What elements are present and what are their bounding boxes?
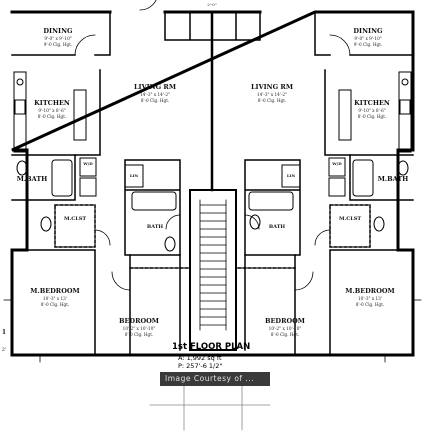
room-living-right: LIVING RM [250, 83, 294, 91]
edge-mark-left-bottom: 2' [1, 347, 7, 353]
room-dining-left-dims: 9'-0" x 9'-10" [44, 36, 72, 41]
stair-enclosure [189, 189, 237, 351]
window-marks [3, 299, 422, 431]
dining-wall-right [314, 11, 414, 56]
room-living-right-dims: 14'-3" x 14'-2" [257, 92, 287, 97]
room-dining-left: DINING [43, 27, 73, 35]
room-dining-right-ceiling: 9'-0 Clg. Hgt. [353, 42, 383, 47]
room-wic-left: M.CLST [63, 216, 87, 222]
hall-bath-right [244, 159, 301, 256]
plan-title: 1st FLOOR PLAN [172, 342, 251, 352]
wic-left [54, 204, 96, 248]
room-living-left-dims: 14'-3" x 14'-2" [140, 92, 170, 97]
room-mbath-right: M.BATH [377, 175, 409, 183]
room-wic-right: M.CLST [338, 216, 362, 222]
room-bedroom-left-ceiling: 8'-0 Clg. Hgt. [124, 332, 154, 337]
bedroom-left-walls [129, 254, 181, 356]
image-watermark: Image Courtesy of ... [165, 374, 255, 383]
kitchen-counters [13, 71, 412, 153]
room-mbedroom-left-ceiling: 8'-0 Clg. Hgt. [40, 302, 70, 307]
plan-perimeter: P: 257'-6 1/2" [178, 362, 223, 370]
room-bath-left: BATH [146, 224, 164, 230]
room-bath-right: BATH [268, 224, 286, 230]
room-kitchen-left: KITCHEN [34, 99, 70, 107]
title-strip [160, 372, 270, 386]
plan-area: A: 1,992 sq ft [178, 354, 222, 362]
room-mbedroom-left-dims: 10'-3" x 13' [43, 296, 67, 301]
room-mbedroom-right: M.BEDROOM [345, 287, 395, 295]
room-bedroom-left-dims: 10'-2" x 10'-10" [122, 326, 156, 331]
room-mbedroom-right-dims: 10'-3" x 13' [358, 296, 382, 301]
top-closets [164, 11, 261, 41]
kitchen-wall-left [11, 69, 101, 156]
utility-closets [79, 157, 346, 197]
room-bedroom-left: BEDROOM [118, 317, 159, 325]
room-linen-left: LIN [129, 173, 139, 178]
room-bedroom-right-dims: 10'-2" x 10'-10" [268, 326, 302, 331]
room-mbedroom-left: M.BEDROOM [30, 287, 80, 295]
room-dining-right-dims: 9'-0" x 9'-10" [354, 36, 382, 41]
bedroom-right-walls [244, 254, 296, 356]
room-dining-right: DINING [353, 27, 383, 35]
room-living-left: LIVING RM [133, 83, 177, 91]
room-linen-right: LIN [286, 173, 296, 178]
room-kitchen-right-ceiling: 8'-0 Clg. Hgt. [357, 114, 387, 119]
room-kitchen-left-ceiling: 8'-0 Clg. Hgt. [37, 114, 67, 119]
room-dining-left-ceiling: 9'-0 Clg. Hgt. [43, 42, 73, 47]
bath-fixtures [16, 159, 409, 252]
wic-right [329, 204, 371, 248]
room-living-left-ceiling: 8'-0 Clg. Hgt. [140, 98, 170, 103]
kitchen-wall-right [324, 69, 414, 156]
room-bedroom-right-ceiling: 8'-0 Clg. Hgt. [270, 332, 300, 337]
room-kitchen-right: KITCHEN [354, 99, 390, 107]
mbath-walls-left [11, 154, 76, 201]
dining-wall-left [11, 11, 111, 56]
room-mbath-left: M.BATH [16, 175, 48, 183]
room-wd-left: W/D [83, 161, 93, 166]
room-wd-right: W/D [332, 161, 342, 166]
stair-treads [199, 199, 227, 331]
bedroom-line-left [11, 249, 96, 356]
room-bedroom-right: BEDROOM [264, 317, 305, 325]
mbath-walls-right [349, 154, 414, 201]
room-mbedroom-right-ceiling: 8'-0 Clg. Hgt. [355, 302, 385, 307]
room-kitchen-right-dims: 9'-10" x 8'-6" [358, 108, 386, 113]
door-swing [74, 0, 351, 291]
edge-mark-left-top: 1 [1, 329, 7, 336]
room-kitchen-left-dims: 9'-10" x 8'-6" [38, 108, 66, 113]
room-living-right-ceiling: 8'-0 Clg. Hgt. [257, 98, 287, 103]
bedroom-line-right [329, 249, 414, 356]
edge-mark-top: 2'-0" [207, 2, 217, 7]
